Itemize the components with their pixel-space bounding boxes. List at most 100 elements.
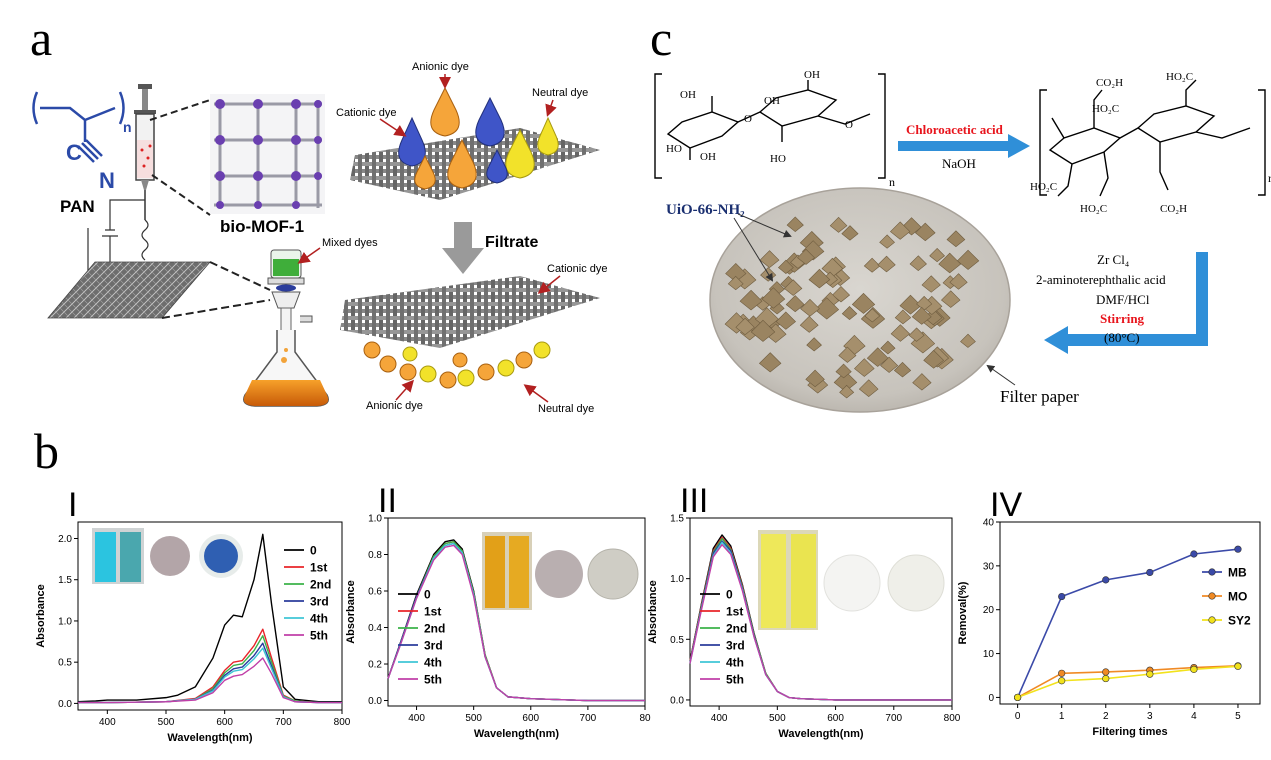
nanofiber-mesh: [47, 261, 211, 319]
x-tick-label: 400: [99, 717, 116, 728]
crystal: [806, 337, 822, 352]
crystal: [946, 230, 966, 248]
crystal: [727, 275, 744, 291]
crystal: [831, 286, 851, 303]
y-axis-label: Absorbance: [647, 580, 659, 644]
crystal: [759, 250, 780, 269]
crystal: [940, 290, 961, 308]
legend-label-2nd: 2nd: [310, 578, 331, 592]
data-point-MB: [1146, 568, 1154, 577]
crystal: [735, 317, 755, 336]
legend-label-4th: 4th: [424, 656, 442, 670]
panel-a: n C N PAN: [32, 61, 608, 415]
process-arrow-vertical: [1196, 252, 1208, 344]
legend-label-1st: 1st: [310, 561, 327, 575]
reagent-chloroacetic: Chloroacetic acid: [906, 122, 1004, 137]
legend-label-5th: 5th: [726, 673, 744, 687]
x-tick-label: 3: [1147, 711, 1153, 722]
y-axis-label: Absorbance: [345, 580, 357, 644]
series-line-5th: [387, 544, 645, 702]
membrane-photo-sy2-after: [887, 554, 945, 612]
panel-letter-b: b: [34, 423, 59, 479]
crystal: [956, 249, 980, 270]
crystal: [854, 358, 875, 377]
crystal: [841, 306, 858, 321]
x-tick-label: 700: [580, 713, 597, 724]
y-tick-label: 0.5: [58, 658, 72, 669]
y-tick-label: 0.8: [368, 550, 382, 561]
legend-label-1st: 1st: [726, 605, 743, 619]
panel-letter-c: c: [650, 10, 672, 66]
pan-structure: [32, 91, 125, 163]
chart-frame: [387, 517, 646, 707]
legend-label-SY2: SY2: [1228, 614, 1251, 628]
y-tick-label: 20: [983, 605, 995, 616]
crystal: [797, 248, 815, 265]
mof-framework-image: [210, 94, 325, 214]
dye-droplets-bottom: [363, 341, 551, 389]
x-tick-label: 600: [522, 713, 539, 724]
group-ho2c-3: HO₂C: [1030, 181, 1057, 193]
legend-label-1st: 1st: [424, 605, 441, 619]
y-tick-label: 0.0: [58, 699, 72, 710]
pan-n: n: [123, 119, 132, 135]
y-tick-label: 2.0: [58, 534, 72, 545]
cmc-groups: CO₂H HO₂C HO₂C HO₂C HO₂C CO₂H: [1030, 71, 1193, 215]
crystal: [949, 273, 968, 290]
x-tick-label: 600: [827, 713, 844, 724]
y-tick-label: 1.5: [58, 575, 72, 586]
crystal: [739, 289, 763, 311]
membrane-photo-mo-after: [587, 548, 639, 600]
data-point-SY2: [1014, 693, 1022, 702]
x-tick-label: 700: [885, 713, 902, 724]
crystal: [912, 373, 932, 391]
data-point-MB: [1234, 545, 1242, 553]
membrane-photo-mb-after: [204, 539, 238, 573]
crystal: [800, 298, 820, 317]
mesh-bottom: [340, 276, 600, 348]
group-o-2: O: [845, 119, 853, 131]
filtrate-arrow: [442, 222, 484, 274]
mixed-dyes-label: Mixed dyes: [322, 237, 378, 249]
group-ho2c-4: HO₂C: [1080, 203, 1107, 215]
crystal: [899, 294, 922, 315]
cationic-dye-bottom-label: Cationic dye: [547, 263, 608, 275]
data-point-SY2: [1190, 665, 1198, 673]
cellulose-structure: [654, 73, 886, 179]
crystal: [758, 352, 782, 373]
chart-roman-numeral: IV: [990, 486, 1022, 524]
crystal: [851, 292, 876, 314]
data-point-SY2: [1058, 677, 1066, 685]
panel-letter-a: a: [30, 10, 52, 66]
crystal: [960, 333, 976, 348]
group-ho2c-2: HO₂C: [1092, 103, 1119, 115]
group-oh-3: OH: [700, 151, 716, 163]
group-co2h-2: CO₂H: [1160, 203, 1187, 215]
x-tick-label: 1: [1059, 711, 1065, 722]
crystal: [911, 306, 932, 325]
legend-label-0: 0: [424, 588, 431, 602]
x-axis-label: Wavelength(nm): [474, 728, 559, 740]
x-tick-label: 2: [1103, 711, 1109, 722]
legend-label-MO: MO: [1228, 590, 1247, 604]
cuvette-mo-after: [509, 536, 529, 608]
cmc-r: r: [1268, 171, 1271, 185]
condition-amino: 2-aminoterephthalic acid: [1036, 272, 1166, 287]
x-tick-label: 500: [769, 713, 786, 724]
pan-c: C: [66, 140, 82, 165]
cmc-structure: [1039, 79, 1266, 197]
crystal: [866, 347, 889, 367]
data-point-MO: [1102, 668, 1110, 676]
crystal: [921, 275, 941, 293]
chart-roman-numeral: II: [378, 482, 397, 520]
group-oh-4: OH: [804, 69, 820, 81]
crystal: [783, 279, 803, 296]
crystal: [786, 216, 804, 233]
series-line-MO: [1017, 665, 1238, 699]
x-axis-label: Wavelength(nm): [167, 732, 252, 744]
legend-label-4th: 4th: [310, 612, 328, 626]
cellulose-groups-left: OH OH HO OH OH O O HO: [666, 69, 853, 165]
crystal: [877, 255, 896, 273]
